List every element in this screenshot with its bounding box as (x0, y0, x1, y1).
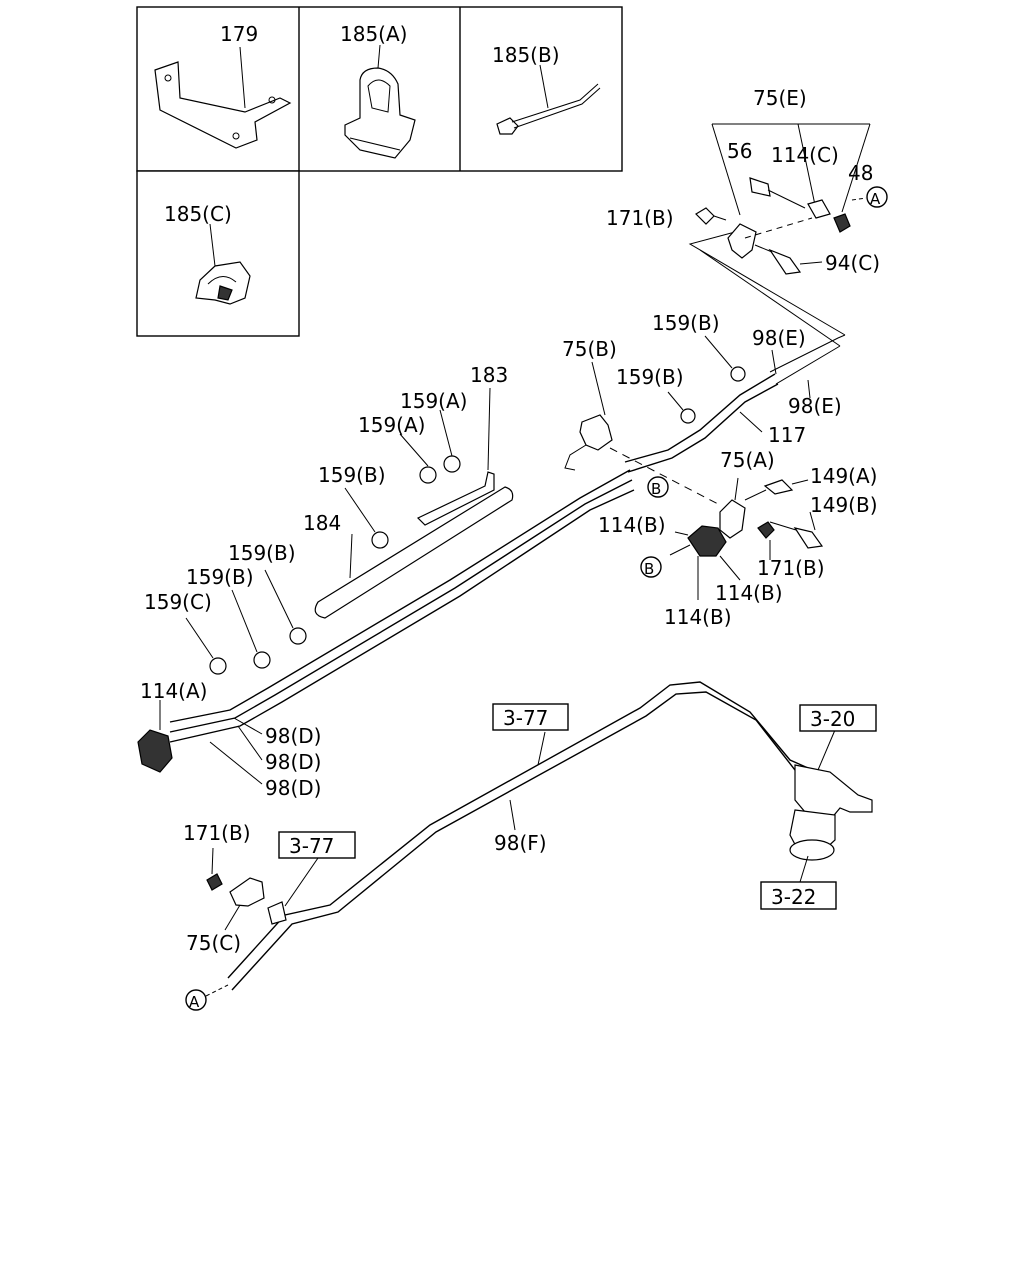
clamps-159a-183 (399, 387, 495, 526)
inset-grid: 179 185(A) 185(B) 185(C) (136, 6, 623, 337)
label-98d-a: 98(D) (265, 724, 321, 748)
leaders-98e-117 (349, 349, 811, 579)
pipe-lines (169, 231, 846, 743)
label-185b: 185(B) (492, 43, 560, 67)
label-159b-d: 159(B) (228, 541, 296, 565)
label-94c: 94(C) (825, 251, 880, 275)
label-98f: 98(F) (494, 831, 547, 855)
bracket-75b (564, 361, 613, 471)
bracket-75c (206, 731, 546, 931)
label-114a: 114(A) (140, 679, 207, 703)
label-159b-e: 159(B) (186, 565, 254, 589)
callout-b-upper: B (651, 480, 661, 498)
label-179: 179 (220, 22, 258, 46)
label-149b: 149(B) (810, 493, 878, 517)
label-114c: 114(C) (771, 143, 839, 167)
label-75e: 75(E) (753, 86, 807, 110)
bracket-75a-group (669, 477, 824, 600)
label-159c: 159(C) (144, 590, 212, 614)
label-159b-c: 159(B) (318, 463, 386, 487)
label-75b: 75(B) (562, 337, 617, 361)
callout-a-bottom: A (189, 993, 200, 1011)
label-48: 48 (848, 161, 873, 185)
callout-markers: A A B B (185, 186, 888, 1011)
bracket-179-drawing (154, 46, 292, 149)
tie-185b-drawing (496, 64, 601, 135)
clip-185c-drawing (195, 223, 251, 305)
clamps-159b (185, 335, 746, 675)
label-98d-b: 98(D) (265, 750, 321, 774)
label-159b-a: 159(B) (652, 311, 720, 335)
label-183: 183 (470, 363, 508, 387)
label-184: 184 (303, 511, 341, 535)
part-labels: 75(E) 56 114(C) 48 171(B) 94(C) 75(B) 15… (140, 86, 880, 955)
label-114b-c: 114(B) (664, 605, 732, 629)
label-98d-c: 98(D) (265, 776, 321, 800)
reference-boxes: 3-77 3-20 3-77 3-22 (278, 703, 877, 910)
valve-assembly (789, 729, 873, 883)
clip-185a-drawing (344, 44, 416, 159)
ref-box-3-22: 3-22 (771, 885, 816, 909)
label-98e-b: 98(E) (788, 394, 842, 418)
label-185a: 185(A) (340, 22, 407, 46)
label-171b-top: 171(B) (606, 206, 674, 230)
label-159a-a: 159(A) (400, 389, 467, 413)
label-75c: 75(C) (186, 931, 241, 955)
label-185c: 185(C) (164, 202, 232, 226)
top-right-parts (695, 123, 871, 275)
label-114b-a: 114(B) (598, 513, 666, 537)
pipe-98f (227, 681, 809, 991)
callout-b-lower: B (644, 560, 654, 578)
label-117: 117 (768, 423, 806, 447)
connector-114a (137, 700, 263, 785)
ref-box-3-20: 3-20 (810, 707, 855, 731)
label-159a-b: 159(A) (358, 413, 425, 437)
ref-box-3-77-a: 3-77 (503, 706, 548, 730)
label-75a: 75(A) (720, 448, 775, 472)
label-114b-b: 114(B) (715, 581, 783, 605)
label-149a: 149(A) (810, 464, 877, 488)
label-98e-a: 98(E) (752, 326, 806, 350)
label-171b-mid: 171(B) (757, 556, 825, 580)
label-159b-b: 159(B) (616, 365, 684, 389)
label-171b-bot: 171(B) (183, 821, 251, 845)
label-56: 56 (727, 139, 752, 163)
callout-a-top: A (870, 190, 881, 208)
ref-box-3-77-b: 3-77 (289, 834, 334, 858)
